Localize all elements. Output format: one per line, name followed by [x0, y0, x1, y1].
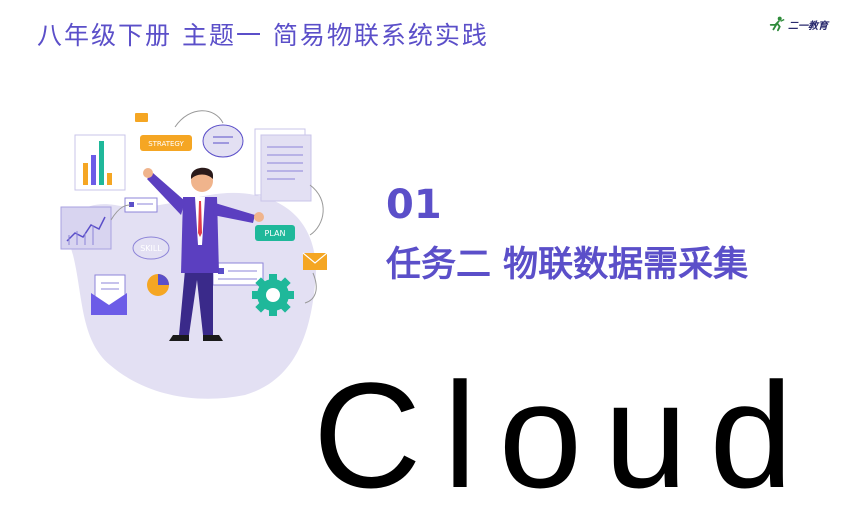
section-number: 01	[386, 182, 442, 228]
line-graph-card-icon	[60, 206, 112, 250]
plan-label: PLAN	[265, 229, 286, 238]
runner-icon	[769, 16, 785, 32]
checklist-card-icon	[124, 197, 158, 213]
document-stack-icon	[254, 128, 312, 202]
strategy-tag: STRATEGY	[140, 135, 192, 151]
businessman-figure	[143, 167, 264, 341]
strategy-label: STRATEGY	[148, 140, 184, 148]
watermark-text: Cloud	[313, 351, 815, 519]
skill-bubble: SKILL	[132, 236, 170, 260]
speech-bubble-icon	[202, 124, 244, 158]
orange-envelope-icon	[302, 252, 328, 270]
envelope-icon	[91, 274, 127, 315]
business-strategy-illustration: STRATEGY SKILL	[60, 110, 328, 399]
logo-text: 二一教育	[788, 20, 828, 32]
task-card-icon	[212, 262, 264, 286]
skill-label: SKILL	[140, 244, 162, 253]
section-title: 任务二 物联数据需采集	[386, 245, 749, 285]
pie-chart-icon	[147, 274, 169, 296]
gear-icon	[252, 274, 294, 316]
plan-tag: PLAN	[255, 225, 295, 241]
bar-chart-card-icon	[74, 134, 126, 191]
page-header-title: 八年级下册 主题一 简易物联系统实践	[37, 21, 489, 50]
brand-logo: 二一教育	[768, 14, 828, 34]
